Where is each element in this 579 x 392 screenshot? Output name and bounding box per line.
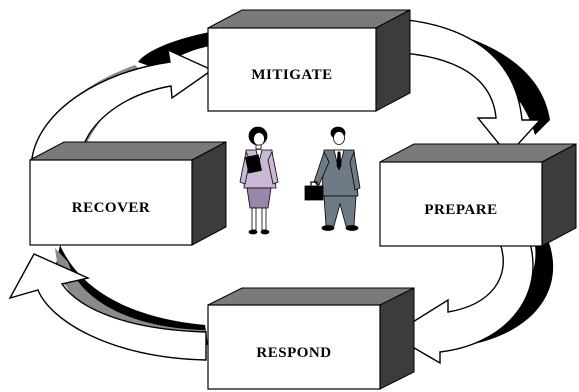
arrow-recover-to-mitigate <box>31 32 214 159</box>
businesswoman-figure <box>239 126 279 235</box>
stage-box-respond: RESPOND <box>207 287 415 390</box>
stage-label-respond: RESPOND <box>256 345 331 361</box>
businessman-figure <box>304 126 361 231</box>
stage-label-prepare: PREPARE <box>424 202 497 218</box>
stage-label-mitigate: MITIGATE <box>251 67 332 83</box>
stage-box-recover: RECOVER <box>29 141 227 246</box>
stage-label-recover: RECOVER <box>72 200 151 216</box>
stage-box-mitigate: MITIGATE <box>207 9 411 112</box>
arrow-prepare-to-respond <box>390 240 554 365</box>
arrow-respond-to-recover <box>8 245 208 361</box>
stage-box-prepare: PREPARE <box>379 143 577 247</box>
